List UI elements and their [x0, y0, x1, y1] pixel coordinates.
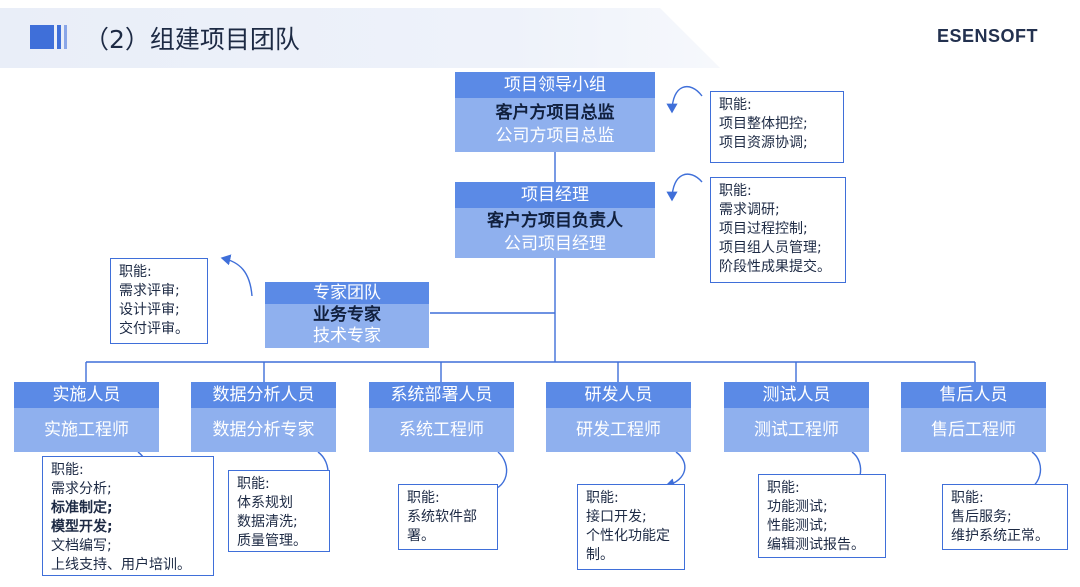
- header-bar-light-icon: [64, 25, 67, 49]
- team-title-text: 售后人员: [939, 385, 1008, 405]
- duty-line: 需求调研;: [719, 202, 780, 218]
- team-title-text: 实施人员: [52, 385, 121, 405]
- team-role-text: 测试工程师: [754, 420, 839, 440]
- duty-line: 文档编写;: [51, 538, 112, 554]
- team-title-text: 数据分析人员: [212, 385, 315, 405]
- duty-line: 署。: [407, 528, 435, 544]
- duty-line: 项目资源协调;: [719, 135, 808, 151]
- duty-line: 职能:: [237, 476, 270, 492]
- manager-title-text: 项目经理: [521, 185, 589, 205]
- team-role-development: 研发工程师: [546, 408, 691, 452]
- experts-duties: 职能: 需求评审; 设计评审; 交付评审。: [110, 258, 208, 344]
- duty-line: 项目过程控制;: [719, 221, 808, 237]
- experts-members: 业务专家 技术专家: [265, 304, 429, 348]
- duty-line: 阶段性成果提交。: [719, 259, 831, 275]
- duty-line: 制。: [586, 547, 614, 563]
- leadership-title: 项目领导小组: [455, 72, 655, 98]
- duty-line: 质量管理。: [237, 533, 307, 549]
- leadership-title-text: 项目领导小组: [504, 75, 606, 95]
- team-title-text: 系统部署人员: [390, 385, 493, 405]
- brand-logo: ESENSOFT: [936, 26, 1038, 46]
- team-role-deployment: 系统工程师: [369, 408, 514, 452]
- experts-title-text: 专家团队: [313, 283, 381, 303]
- team-title-text: 测试人员: [762, 385, 831, 405]
- team-duties-data-analysis: 职能: 体系规划 数据清洗; 质量管理。: [228, 470, 330, 552]
- duty-line: 职能:: [719, 183, 752, 199]
- experts-member-2: 技术专家: [313, 326, 381, 346]
- leadership-members: 客户方项目总监 公司方项目总监: [455, 98, 655, 152]
- team-role-after-sales: 售后工程师: [901, 408, 1046, 452]
- duty-line: 体系规划: [237, 495, 293, 511]
- duty-line: 性能测试;: [767, 518, 828, 534]
- duty-line: 功能测试;: [767, 499, 828, 515]
- manager-title: 项目经理: [455, 182, 655, 208]
- header-band: [0, 8, 720, 68]
- duty-line: 职能:: [767, 480, 800, 496]
- team-title-implementation: 实施人员: [14, 382, 159, 408]
- team-role-text: 实施工程师: [44, 420, 129, 440]
- duty-line: 上线支持、用户培训。: [51, 557, 191, 573]
- team-duties-deployment: 职能: 系统软件部 署。: [398, 484, 498, 550]
- team-duties-implementation: 职能: 需求分析; 标准制定; 模型开发; 文档编写; 上线支持、用户培训。: [42, 456, 214, 576]
- team-title-text: 研发人员: [584, 385, 653, 405]
- duty-line: 售后服务;: [951, 509, 1012, 525]
- manager-duties: 职能: 需求调研; 项目过程控制; 项目组人员管理; 阶段性成果提交。: [710, 177, 846, 283]
- duty-line: 职能:: [951, 490, 984, 506]
- duty-line: 职能:: [119, 264, 152, 280]
- team-role-text: 系统工程师: [399, 420, 484, 440]
- duty-line: 项目整体把控;: [719, 116, 808, 132]
- leadership-member-2: 公司方项目总监: [495, 126, 615, 146]
- team-title-deployment: 系统部署人员: [369, 382, 514, 408]
- duty-line: 项目组人员管理;: [719, 240, 822, 256]
- duty-line: 系统软件部: [407, 509, 477, 525]
- page-title: （2）组建项目团队: [84, 25, 300, 54]
- duty-line: 需求分析;: [51, 481, 112, 497]
- leadership-duties: 职能: 项目整体把控; 项目资源协调;: [710, 91, 844, 163]
- team-role-text: 售后工程师: [931, 420, 1016, 440]
- team-title-development: 研发人员: [546, 382, 691, 408]
- manager-member-2: 公司项目经理: [504, 234, 606, 254]
- duty-line: 编辑测试报告。: [767, 537, 865, 553]
- duty-line: 标准制定;: [51, 500, 113, 516]
- duty-line: 设计评审;: [119, 302, 180, 318]
- duty-line: 职能:: [586, 490, 619, 506]
- duty-line: 个性化功能定: [586, 528, 670, 544]
- leadership-member-1: 客户方项目总监: [495, 103, 615, 123]
- duty-line: 数据清洗;: [237, 514, 298, 530]
- manager-members: 客户方项目负责人 公司项目经理: [455, 208, 655, 258]
- duty-line: 需求评审;: [119, 283, 180, 299]
- duty-line: 交付评审。: [119, 321, 189, 337]
- duty-line: 维护系统正常。: [951, 528, 1049, 544]
- header-bar-icon: [57, 25, 61, 49]
- team-duties-after-sales: 职能: 售后服务; 维护系统正常。: [942, 484, 1068, 550]
- duty-line: 模型开发;: [51, 519, 113, 535]
- team-duties-development: 职能: 接口开发; 个性化功能定 制。: [577, 484, 685, 570]
- duty-line: 职能:: [51, 462, 84, 478]
- team-role-text: 研发工程师: [576, 420, 661, 440]
- duty-line: 接口开发;: [586, 509, 647, 525]
- team-title-after-sales: 售后人员: [901, 382, 1046, 408]
- team-title-testing: 测试人员: [724, 382, 869, 408]
- team-role-data-analysis: 数据分析专家: [191, 408, 336, 452]
- team-duties-testing: 职能: 功能测试; 性能测试; 编辑测试报告。: [758, 474, 886, 558]
- experts-title: 专家团队: [265, 282, 429, 304]
- team-title-data-analysis: 数据分析人员: [191, 382, 336, 408]
- team-role-text: 数据分析专家: [212, 420, 315, 440]
- experts-member-1: 业务专家: [313, 305, 381, 325]
- team-role-implementation: 实施工程师: [14, 408, 159, 452]
- manager-member-1: 客户方项目负责人: [487, 211, 623, 231]
- duty-line: 职能:: [407, 490, 440, 506]
- team-role-testing: 测试工程师: [724, 408, 869, 452]
- duty-line: 职能:: [719, 97, 752, 113]
- header-square-icon: [30, 25, 54, 49]
